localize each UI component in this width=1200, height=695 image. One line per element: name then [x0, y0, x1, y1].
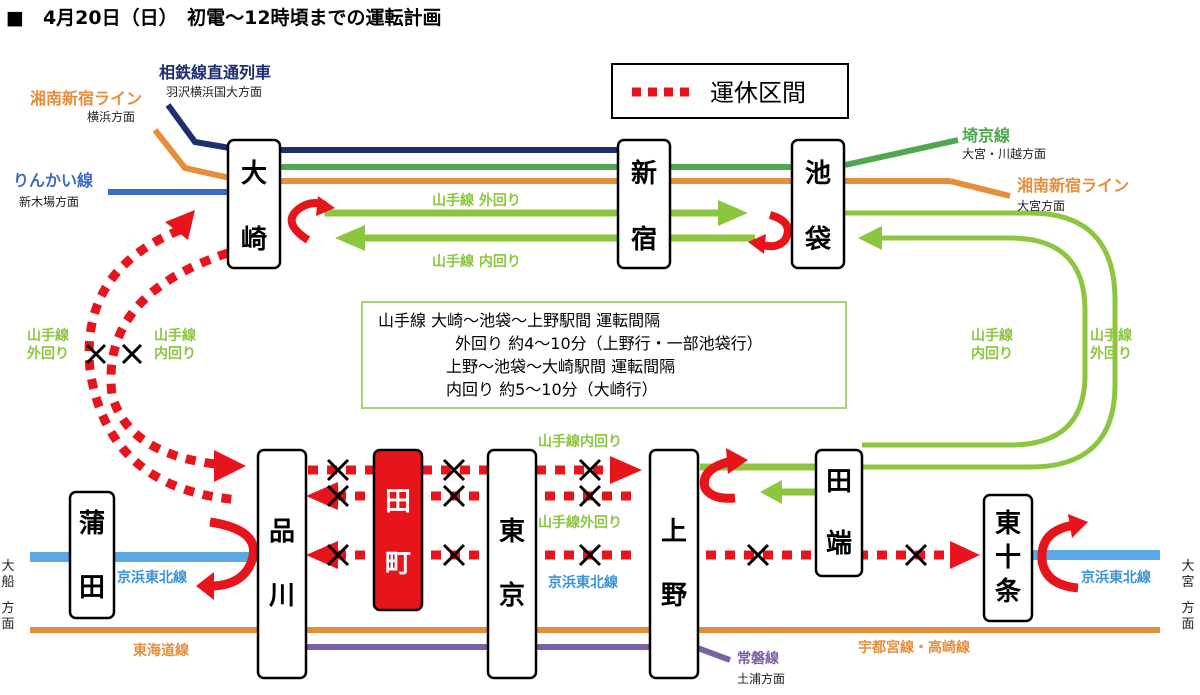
yamanote-outer-top-arrow — [324, 200, 748, 226]
yamanote-outer-left-label-2: 外回り — [27, 345, 69, 362]
shonan-east-line — [949, 178, 1011, 199]
shonan-west-dir: 横浜方面 — [87, 109, 135, 124]
yamanote-outer-right-label-2: 外回り — [1090, 345, 1132, 362]
keihin-mid-label: 京浜東北線 — [548, 574, 618, 591]
station-higashi-jujo: 東 十 条 — [982, 493, 1034, 623]
svg-text:野: 野 — [661, 581, 687, 611]
info-box: 山手線 大崎～池袋～上野駅間 運転間隔 外回り 約4～10分（上野行・一部池袋行… — [361, 301, 847, 409]
station-shinjuku: 新 宿 — [616, 138, 672, 270]
yamanote-outer-left-label-1: 山手線 — [27, 327, 69, 344]
svg-text:川: 川 — [269, 581, 295, 611]
yamanote-inner-loop — [862, 235, 1088, 448]
keihin-right-label: 京浜東北線 — [1081, 569, 1151, 586]
saikyo-north-line — [844, 137, 959, 168]
saikyo-dir: 大宮・川越方面 — [962, 146, 1046, 161]
rinkai-label: りんかい線 — [13, 171, 93, 190]
suspension-marks-lower — [326, 458, 928, 567]
higashijujo-turnaround-arrow — [1037, 520, 1079, 593]
svg-text:田: 田 — [826, 467, 852, 497]
yamanote-ueno-tabata-arrow — [760, 480, 818, 504]
station-osaki-char1: 大 — [241, 159, 267, 189]
rinkai-dir: 新木場方面 — [19, 194, 79, 209]
shonan-west-line — [152, 128, 231, 181]
station-osaki: 大 崎 — [226, 138, 282, 270]
svg-text:面: 面 — [1, 617, 14, 632]
svg-text:端: 端 — [826, 529, 852, 559]
shonan-east-dir: 大宮方面 — [1017, 198, 1065, 213]
svg-text:船: 船 — [1, 575, 14, 590]
station-tamachi: 田 町 — [372, 448, 424, 612]
yamanote-outer-right-label-1: 山手線 — [1090, 327, 1132, 344]
legend: 運休区間 — [611, 63, 849, 119]
station-ueno: 上 野 — [648, 448, 700, 680]
page-title: ■ 4月20日（日） 初電～12時頃までの運転計画 — [6, 6, 442, 29]
svg-text:面: 面 — [1181, 617, 1194, 632]
yamanote-inner-right-label-1: 山手線 — [971, 327, 1013, 344]
yamanote-inner-mid-label: 山手線内回り — [538, 433, 622, 450]
svg-text:十: 十 — [995, 543, 1021, 573]
ikebukuro-turnaround-arrow — [758, 211, 792, 251]
sotetsu-dir: 羽沢横浜国大方面 — [166, 84, 262, 99]
suspension-marks-left — [85, 343, 143, 365]
yamanote-inner-top-label: 山手線 内回り — [432, 253, 521, 270]
yamanote-outer-mid-label: 山手線外回り — [538, 514, 622, 531]
yamanote-inner-left-label-1: 山手線 — [154, 327, 196, 344]
yamanote-outer-loop — [842, 210, 1118, 470]
utsunomiya-label: 宇都宮線・高崎線 — [858, 639, 970, 656]
svg-text:京: 京 — [499, 580, 525, 611]
station-osaki-char2: 崎 — [241, 225, 267, 255]
omiya-direction-label: 大 宮 方 面 — [1181, 559, 1194, 632]
info-line-3: 上野～池袋～大崎駅間 運転間隔 — [446, 357, 675, 376]
shonan-east-label: 湘南新宿ライン — [1017, 176, 1129, 195]
sotetsu-label: 相鉄線直通列車 — [159, 63, 271, 82]
svg-text:東: 東 — [995, 509, 1021, 539]
svg-text:蒲: 蒲 — [79, 509, 105, 539]
station-kamata: 蒲 田 — [68, 490, 116, 620]
yamanote-inner-top-arrow — [335, 225, 755, 251]
yamanote-outer-top-label: 山手線 外回り — [432, 192, 521, 209]
svg-text:新: 新 — [631, 158, 657, 189]
ofuna-direction-label: 大 船 方 面 — [1, 559, 14, 632]
legend-label: 運休区間 — [710, 79, 806, 107]
station-tabata: 田 端 — [814, 448, 864, 578]
info-line-1: 山手線 大崎～池袋～上野駅間 運転間隔 — [378, 311, 660, 330]
keihin-left-label: 京浜東北線 — [117, 569, 187, 586]
sotetsu-line — [165, 103, 231, 151]
station-tokyo: 東 京 — [486, 448, 538, 680]
svg-text:宿: 宿 — [631, 224, 657, 255]
saikyo-label: 埼京線 — [962, 126, 1010, 145]
tokaido-label: 東海道線 — [133, 642, 189, 659]
svg-text:条: 条 — [995, 577, 1022, 607]
yamanote-inner-right-label-2: 内回り — [971, 345, 1013, 362]
yamanote-loop-arrowhead — [858, 226, 882, 250]
svg-text:大: 大 — [1181, 559, 1194, 574]
svg-text:田: 田 — [385, 487, 411, 517]
shinagawa-turnaround-arrow — [209, 517, 258, 591]
svg-text:大: 大 — [1, 559, 14, 574]
ueno-turnaround-arrow — [699, 457, 736, 503]
svg-text:東: 東 — [499, 517, 525, 547]
svg-text:町: 町 — [385, 549, 411, 579]
suspended-inner-loop-left — [84, 225, 241, 505]
svg-text:方: 方 — [1, 600, 14, 616]
shonan-west-label: 湘南新宿ライン — [30, 89, 142, 108]
svg-text:田: 田 — [79, 573, 105, 603]
svg-text:袋: 袋 — [804, 225, 832, 255]
joban-dir: 土浦方面 — [737, 671, 785, 686]
svg-text:宮: 宮 — [1181, 574, 1194, 590]
svg-text:品: 品 — [269, 517, 295, 547]
svg-text:方: 方 — [1181, 600, 1194, 616]
info-line-2: 外回り 約4～10分（上野行・一部池袋行） — [455, 334, 763, 353]
station-ikebukuro: 池 袋 — [790, 138, 846, 270]
yamanote-inner-left-label-2: 内回り — [154, 345, 196, 362]
joban-label: 常磐線 — [737, 650, 779, 667]
info-line-4: 内回り 約5～10分（大崎行） — [446, 380, 658, 399]
svg-text:上: 上 — [661, 517, 687, 547]
station-shinagawa: 品 川 — [256, 448, 308, 680]
svg-text:池: 池 — [805, 159, 831, 189]
